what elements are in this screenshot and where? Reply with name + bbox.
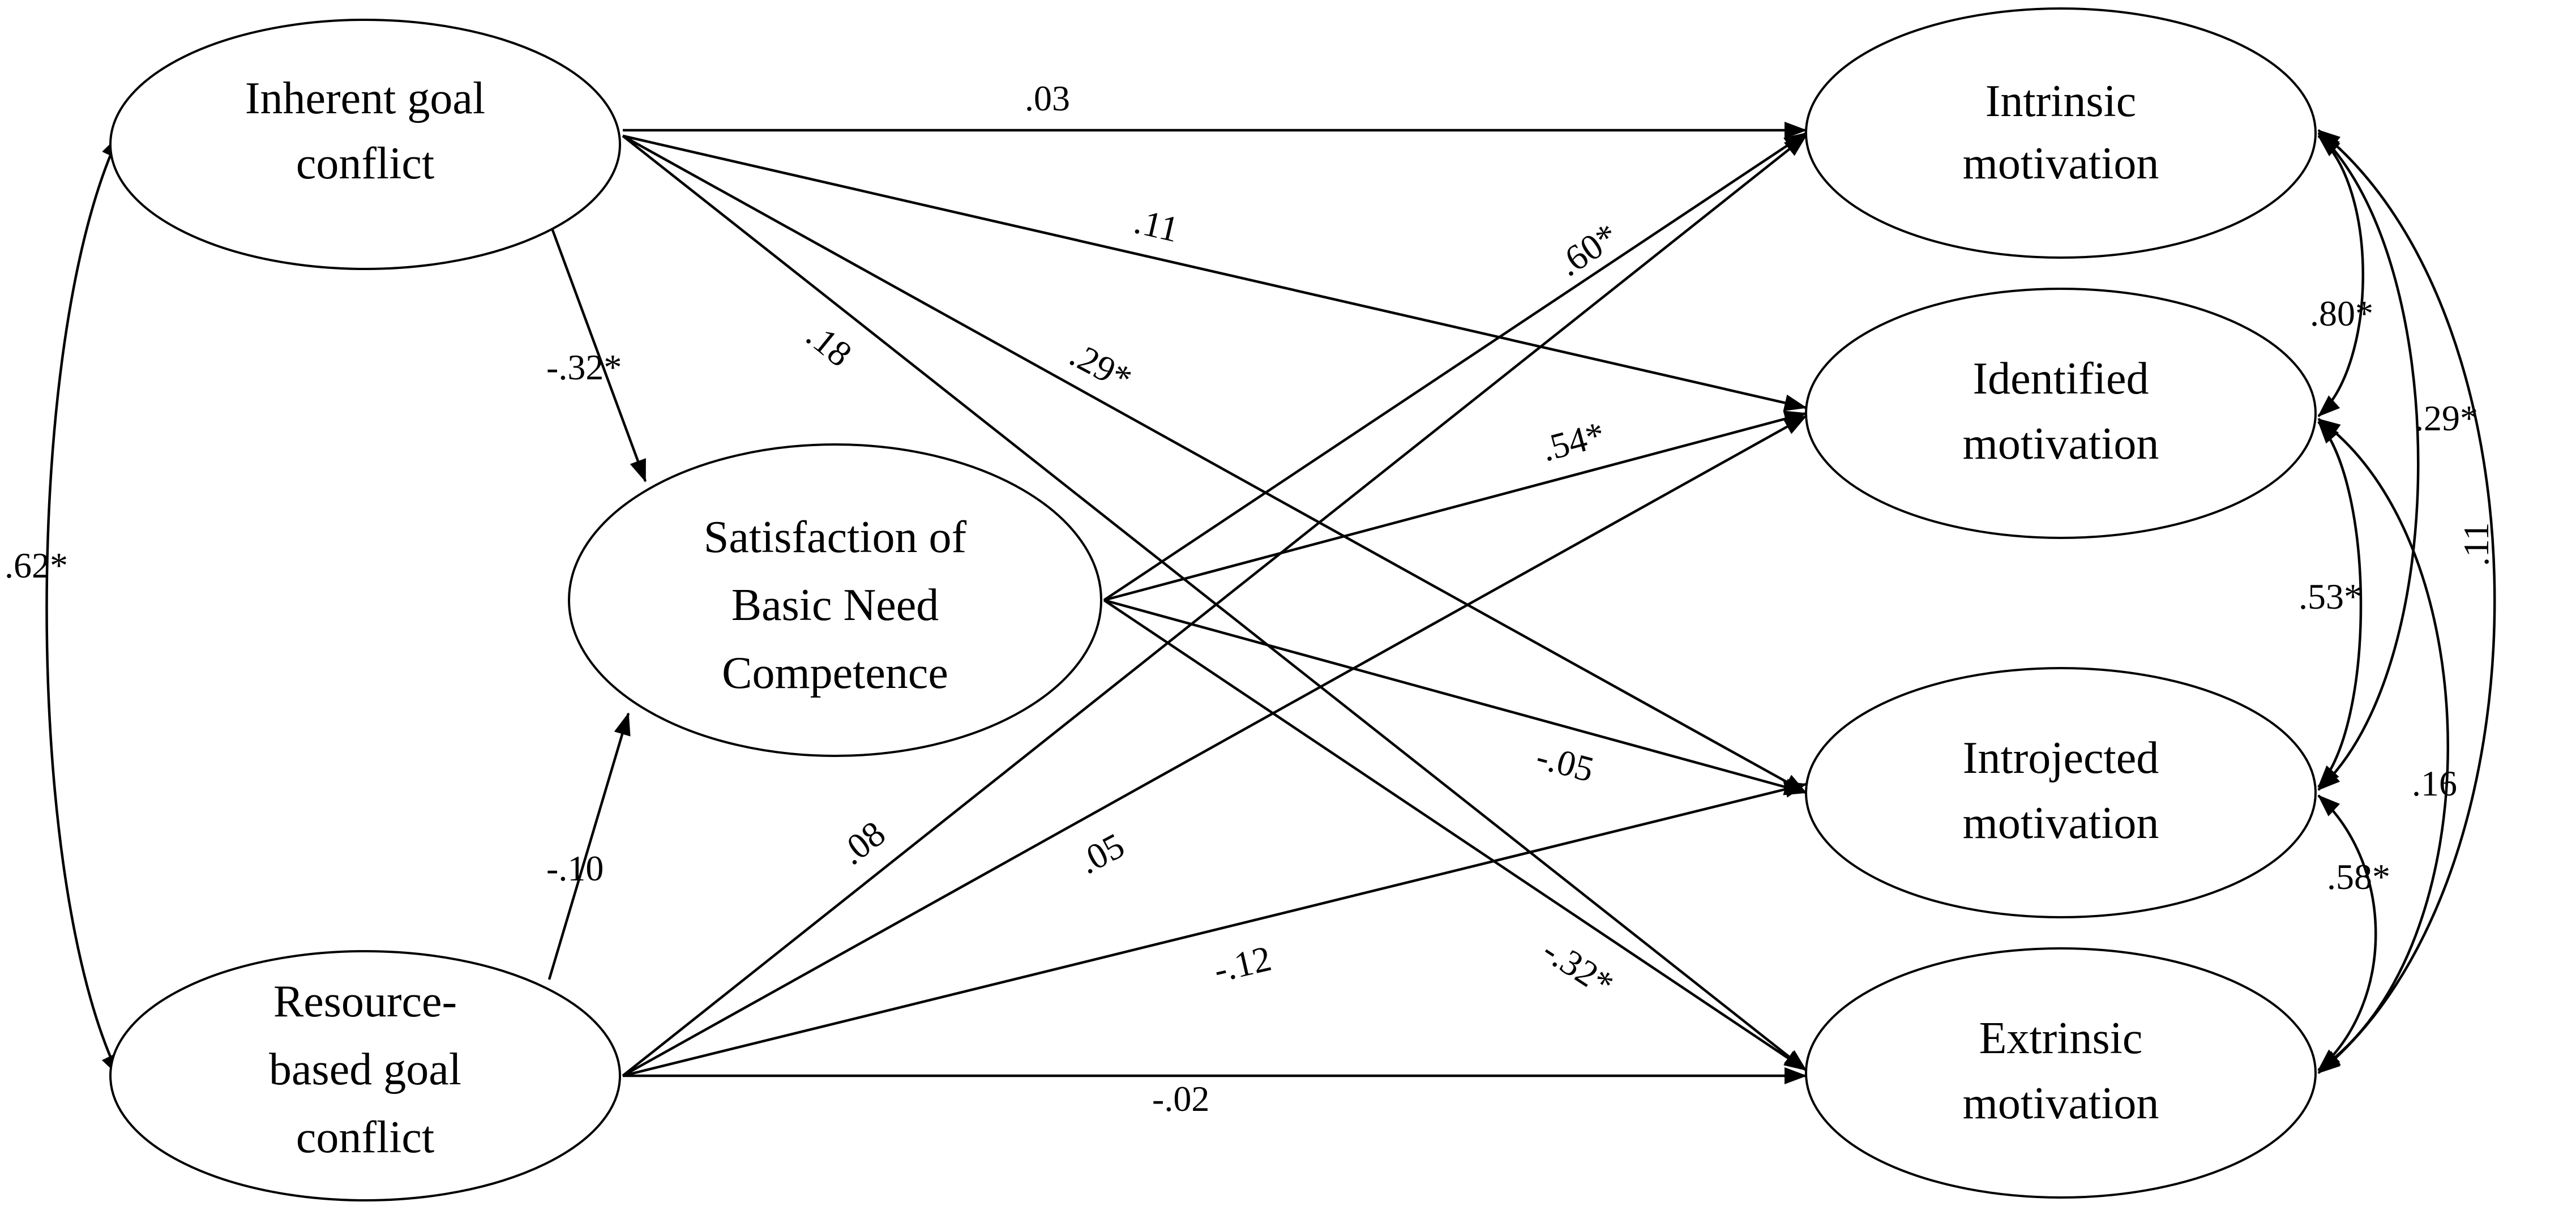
node-label-line: Extrinsic bbox=[1979, 1013, 2143, 1063]
node-label-line: Resource- bbox=[273, 977, 457, 1027]
node-label-line: Identified bbox=[1973, 354, 2149, 404]
coef-resource-extrinsic: -.02 bbox=[1152, 1079, 1209, 1119]
coef-inherent-extrinsic: .18 bbox=[799, 315, 859, 375]
path-resource-introjected bbox=[622, 781, 1807, 1077]
path-satisfaction-extrinsic bbox=[1103, 599, 1807, 1071]
coef-introjected-extrinsic: .58* bbox=[2327, 857, 2390, 897]
node-extrinsic-motivation: Extrinsic motivation bbox=[1805, 947, 2317, 1199]
node-label-line: conflict bbox=[296, 1113, 434, 1162]
node-label-line: based goal bbox=[269, 1045, 461, 1094]
path-introjected-extrinsic bbox=[2317, 794, 2377, 1071]
node-label-line: motivation bbox=[1963, 1079, 2159, 1128]
node-label-line: Competence bbox=[722, 648, 948, 698]
coef-satisfaction-introjected: -.05 bbox=[1532, 736, 1598, 790]
coef-inherent-introjected: .29* bbox=[1063, 334, 1138, 399]
path-satisfaction-introjected bbox=[1103, 598, 1807, 796]
coef-resource-identified: .05 bbox=[1072, 825, 1131, 882]
node-label-line: Inherent goal bbox=[245, 74, 485, 123]
coef-satisfaction-extrinsic: -.32* bbox=[1535, 930, 1620, 1004]
coef-identified-extrinsic: .16 bbox=[2412, 763, 2457, 803]
node-label-line: motivation bbox=[1963, 419, 2159, 469]
path-identified-extrinsic bbox=[2317, 418, 2449, 1071]
coef-identified-introjected: .53* bbox=[2299, 576, 2362, 617]
coef-satisfaction-identified: .54* bbox=[1537, 414, 1609, 469]
coef-inherent-identified: .11 bbox=[1131, 200, 1183, 250]
path-inherent-identified bbox=[622, 134, 1807, 412]
node-intrinsic-motivation: Intrinsic motivation bbox=[1805, 7, 2317, 259]
path-inherent-introjected bbox=[622, 135, 1807, 794]
coef-resource-introjected: -.12 bbox=[1210, 938, 1275, 990]
path-inherent-resource bbox=[45, 135, 121, 1077]
node-inherent-goal-conflict: Inherent goal conflict bbox=[109, 19, 621, 270]
path-satisfaction-identified bbox=[1103, 410, 1807, 602]
node-satisfaction-basic-need-competence: Satisfaction of Basic Need Competence bbox=[568, 443, 1102, 757]
path-intrinsic-identified bbox=[2317, 135, 2364, 417]
node-identified-motivation: Identified motivation bbox=[1805, 288, 2317, 539]
path-resource-intrinsic bbox=[622, 135, 1807, 1077]
node-introjected-motivation: Introjected motivation bbox=[1805, 667, 2317, 918]
coef-intrinsic-introjected: .29* bbox=[2415, 398, 2478, 438]
node-resource-based-goal-conflict: Resource- based goal conflict bbox=[109, 950, 621, 1201]
node-label-line: Introjected bbox=[1963, 733, 2159, 783]
coef-inherent-resource: .62* bbox=[5, 545, 68, 585]
coef-inherent-intrinsic: .03 bbox=[1025, 78, 1070, 118]
coef-resource-intrinsic: .08 bbox=[832, 813, 893, 873]
node-label-line: motivation bbox=[1963, 798, 2159, 848]
node-label-line: conflict bbox=[296, 139, 434, 189]
path-inherent-extrinsic bbox=[622, 135, 1807, 1071]
node-label-line: Intrinsic bbox=[1986, 76, 2137, 126]
paths bbox=[45, 122, 2496, 1084]
path-satisfaction-intrinsic bbox=[1103, 132, 1807, 601]
coef-resource-satisfaction: -.10 bbox=[546, 848, 604, 888]
path-inherent-satisfaction bbox=[547, 220, 647, 482]
node-label-line: motivation bbox=[1963, 139, 2159, 189]
path-resource-satisfaction bbox=[547, 712, 631, 980]
path-intrinsic-extrinsic bbox=[2317, 129, 2496, 1074]
coef-satisfaction-intrinsic: .60* bbox=[1550, 215, 1625, 284]
coef-intrinsic-extrinsic: .11 bbox=[2456, 522, 2496, 566]
coef-inherent-satisfaction: -.32* bbox=[546, 347, 622, 387]
node-label-line: Basic Need bbox=[731, 580, 939, 630]
coef-intrinsic-identified: .80* bbox=[2310, 293, 2373, 333]
path-resource-identified bbox=[622, 415, 1807, 1077]
node-label-line: Satisfaction of bbox=[704, 512, 967, 562]
path-intrinsic-introjected bbox=[2317, 132, 2420, 791]
